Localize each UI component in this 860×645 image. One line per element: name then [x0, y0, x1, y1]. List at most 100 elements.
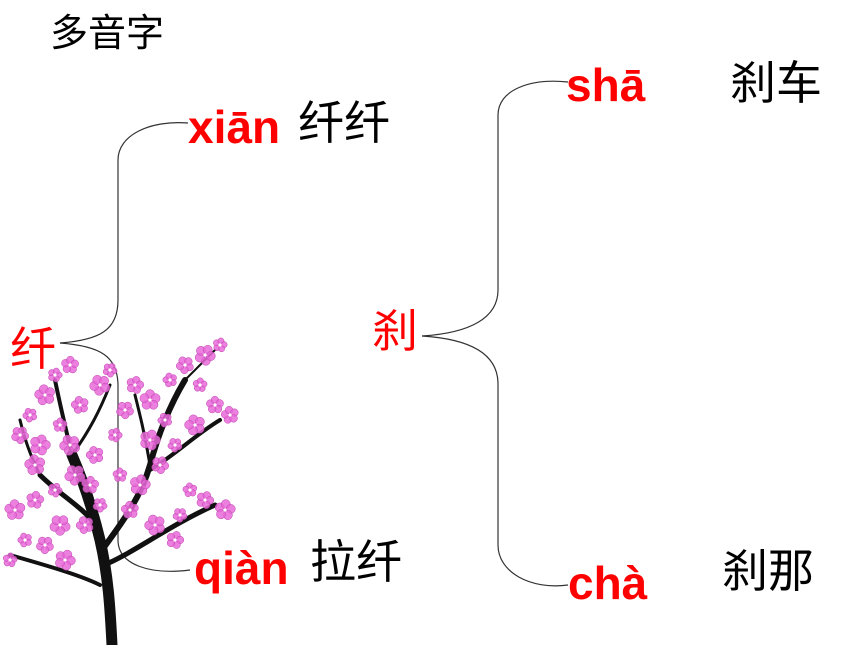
- blossom-petal: [48, 483, 56, 491]
- blossom-petal: [27, 465, 38, 476]
- blossom-petal: [202, 500, 211, 509]
- blossom-petal: [55, 558, 65, 568]
- blossom-center: [188, 488, 192, 492]
- blossom-center: [68, 363, 72, 367]
- blossom-center: [183, 363, 187, 367]
- blossom-petal: [119, 474, 126, 482]
- blossom-petal: [208, 404, 217, 414]
- blossom-petal: [158, 456, 167, 465]
- blossom-petal: [115, 431, 123, 439]
- blossom-center: [23, 538, 27, 542]
- blossom-petal: [31, 491, 40, 500]
- pinyin-xian: xiān: [188, 101, 281, 153]
- blossom-petal: [107, 370, 114, 378]
- blossom-petal: [25, 415, 33, 423]
- blossom-petal: [11, 432, 20, 442]
- blossom-center: [38, 443, 42, 447]
- blossoms: [2, 337, 239, 571]
- blossom-petal: [88, 485, 97, 494]
- blossom-center: [43, 543, 47, 547]
- blossom-petal: [229, 414, 238, 423]
- bracket-xian-top: [59, 122, 189, 344]
- blossom-petal: [147, 429, 157, 440]
- blossom-center: [58, 523, 62, 527]
- blossom-center: [193, 423, 197, 427]
- blossom-petal: [200, 380, 208, 388]
- blossom-center: [168, 378, 172, 382]
- blossom-petal: [40, 545, 49, 555]
- blossom-petal: [154, 516, 165, 527]
- blossom-center: [118, 473, 122, 477]
- blossom-petal: [141, 479, 151, 490]
- blossom-petal: [15, 502, 26, 513]
- blossom-petal: [169, 438, 177, 445]
- blossom-center: [98, 503, 102, 507]
- blossom-petal: [218, 345, 225, 353]
- word-chana: 刹那: [722, 544, 814, 598]
- blossom-petal: [184, 357, 193, 366]
- blossom-center: [138, 483, 142, 487]
- blossom-petal: [24, 538, 32, 546]
- blossom-center: [178, 513, 182, 517]
- pinyin-sha: shā: [566, 59, 646, 111]
- bracket-sha-bottom: [421, 335, 569, 587]
- blossom-center: [113, 433, 117, 437]
- bracket-sha-top: [421, 80, 569, 337]
- plum-blossom-tree-illustration: [2, 337, 239, 645]
- blossom-center: [173, 538, 177, 542]
- blossom-center: [83, 523, 87, 527]
- blossom-petal: [92, 503, 100, 510]
- blossom-center: [203, 498, 207, 502]
- blossom-center: [78, 403, 82, 407]
- blossom-center: [33, 463, 37, 467]
- blossom-center: [98, 383, 102, 387]
- pinyin-qian: qiàn: [194, 542, 289, 594]
- blossom-center: [153, 523, 157, 527]
- blossom-center: [33, 498, 37, 502]
- blossom-center: [198, 383, 202, 387]
- blossom-petal: [205, 351, 216, 361]
- character-xian: 纤: [10, 322, 56, 376]
- blossom-center: [213, 403, 217, 407]
- blossom-petal: [89, 455, 98, 464]
- blossom-petal: [64, 471, 75, 482]
- blossom-center: [63, 558, 67, 562]
- bracket-xian-bottom: [59, 342, 191, 572]
- blossom-center: [8, 558, 12, 562]
- blossom-center: [43, 393, 47, 397]
- blossom-center: [28, 413, 32, 417]
- word-shache: 刹车: [730, 56, 822, 110]
- blossom-center: [128, 508, 132, 512]
- blossom-petal: [157, 416, 165, 424]
- blossom-center: [13, 508, 17, 512]
- blossom-center: [18, 433, 22, 437]
- blossom-center: [53, 488, 57, 492]
- blossom-center: [108, 368, 112, 372]
- blossom-center: [148, 398, 152, 402]
- blossom-center: [73, 473, 77, 477]
- blossom-center: [133, 383, 137, 387]
- blossom-petal: [58, 515, 69, 526]
- pinyin-cha: chà: [568, 557, 648, 609]
- blossom-petal: [216, 509, 226, 520]
- word-xianxian: 纤纤: [298, 96, 390, 150]
- blossom-petal: [139, 393, 150, 403]
- blossom-petal: [165, 372, 173, 380]
- blossom-center: [68, 443, 72, 447]
- blossom-center: [228, 413, 232, 417]
- blossom-petal: [117, 402, 127, 411]
- blossom-petal: [56, 417, 64, 425]
- blossom-center: [223, 508, 227, 512]
- character-sha: 刹: [372, 304, 418, 358]
- blossom-petal: [64, 445, 74, 456]
- blossom-petal: [125, 500, 134, 510]
- blossom-center: [148, 438, 152, 442]
- blossom-petal: [182, 485, 190, 493]
- blossom-center: [218, 343, 222, 347]
- blossom-petal: [180, 512, 188, 520]
- blossom-center: [93, 453, 97, 457]
- blossom-center: [158, 463, 162, 467]
- blossom-center: [88, 483, 92, 487]
- blossom-petal: [80, 398, 89, 407]
